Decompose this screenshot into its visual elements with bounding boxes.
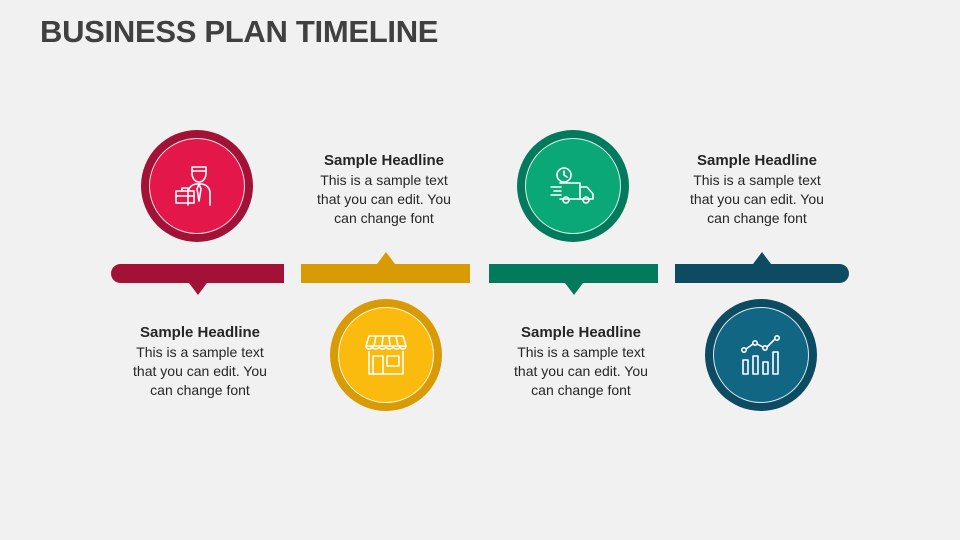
step-4-headline: Sample Headline: [696, 152, 818, 169]
step-3-body: This is a sample text that you can edit.…: [514, 344, 648, 398]
page-title: BUSINESS PLAN TIMELINE: [40, 14, 439, 49]
businessman-briefcase-icon: [175, 166, 211, 206]
step-4-body: This is a sample text that you can edit.…: [690, 172, 824, 226]
step-3-headline: Sample Headline: [520, 324, 642, 341]
step-2-headline: Sample Headline: [323, 152, 445, 169]
step-4-circle: [705, 299, 817, 411]
timeline-pointer-3: [565, 283, 583, 295]
growth-chart-icon: [741, 335, 780, 375]
step-1-headline: Sample Headline: [139, 324, 261, 341]
step-1-circle: [141, 130, 253, 242]
timeline-pointer-4: [753, 252, 771, 264]
storefront-icon: [365, 335, 407, 375]
timeline-segment-2: [301, 264, 470, 283]
timeline-segment-4: [675, 264, 849, 283]
step-1-text: Sample Headline This is a sample text th…: [115, 323, 285, 400]
timeline-segment-1: [111, 264, 284, 283]
timeline-pointer-1: [189, 283, 207, 295]
step-3-text: Sample Headline This is a sample text th…: [496, 323, 666, 400]
timeline-pointer-2: [377, 252, 395, 264]
step-4-text: Sample Headline This is a sample text th…: [672, 151, 842, 228]
step-2-text: Sample Headline This is a sample text th…: [299, 151, 469, 228]
step-1-body: This is a sample text that you can edit.…: [133, 344, 267, 398]
step-2-body: This is a sample text that you can edit.…: [317, 172, 451, 226]
step-3-circle: [517, 130, 629, 242]
fast-delivery-truck-icon: [550, 167, 594, 204]
step-2-circle: [330, 299, 442, 411]
timeline-segment-3: [489, 264, 658, 283]
